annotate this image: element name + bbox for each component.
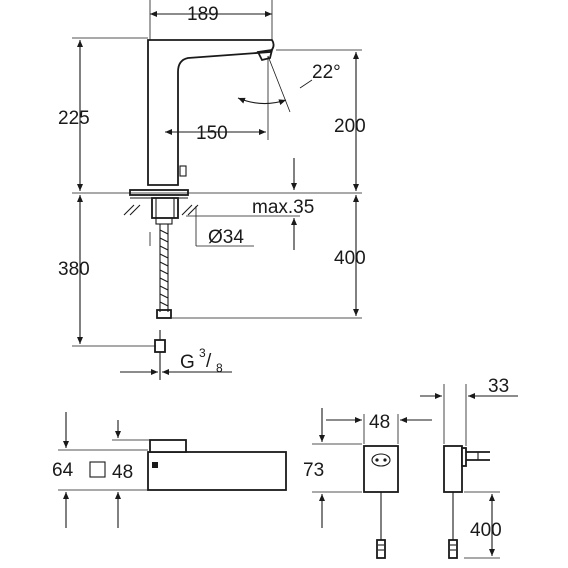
psu-height-label: 73 [303, 460, 324, 481]
thread-g-label: G [180, 352, 195, 373]
faucet-top-outline [147, 451, 287, 491]
sensor-window [179, 165, 187, 177]
supply-hose [159, 224, 169, 312]
psu-plug-base [461, 447, 467, 467]
psu-cable-label: 400 [470, 520, 502, 541]
faucet-plan-view: 64 48 [52, 412, 287, 528]
max-thickness-label: max.35 [252, 197, 314, 218]
thread-slash: / [206, 351, 212, 372]
spout-height-label: 200 [334, 116, 366, 137]
thread-denominator: 8 [216, 361, 223, 375]
psu-depth-label: 33 [488, 376, 509, 397]
hole-diameter-label: Ø34 [208, 227, 244, 248]
psu-connector-side [448, 539, 458, 559]
thread-numerator: 3 [199, 346, 206, 360]
spout-reach-label: 150 [196, 123, 228, 144]
power-supply-side-view: 33 400 [420, 376, 518, 559]
plug-socket [371, 453, 391, 467]
top-width-label: 189 [187, 4, 219, 25]
below-length-label: 400 [334, 248, 366, 269]
foot-height-label: 64 [52, 460, 74, 481]
angle-arc [237, 97, 287, 106]
psu-body-front [363, 445, 399, 493]
faucet-handle-top [149, 439, 187, 453]
faucet-elevation-view: 189 225 380 150 22° 200 400 max.35 [58, 0, 366, 380]
hose-fitting [156, 309, 172, 319]
psu-body-side [443, 445, 463, 493]
height-upper-label: 225 [58, 108, 90, 129]
angle-line [267, 55, 291, 113]
deck-hatch [123, 204, 199, 216]
hose-length-label: 380 [58, 259, 90, 280]
foot-width-label: 48 [112, 462, 133, 483]
square-symbol [89, 461, 106, 478]
thread-fitting [154, 339, 166, 353]
angle-label: 22° [312, 62, 341, 83]
mounting-washer [129, 189, 189, 196]
power-supply-front-view: 48 73 [303, 408, 432, 559]
aerator [256, 48, 274, 62]
sensor-dot [152, 462, 158, 468]
psu-width-label: 48 [369, 412, 390, 433]
faucet-body [147, 39, 275, 186]
psu-connector-front [376, 539, 386, 559]
